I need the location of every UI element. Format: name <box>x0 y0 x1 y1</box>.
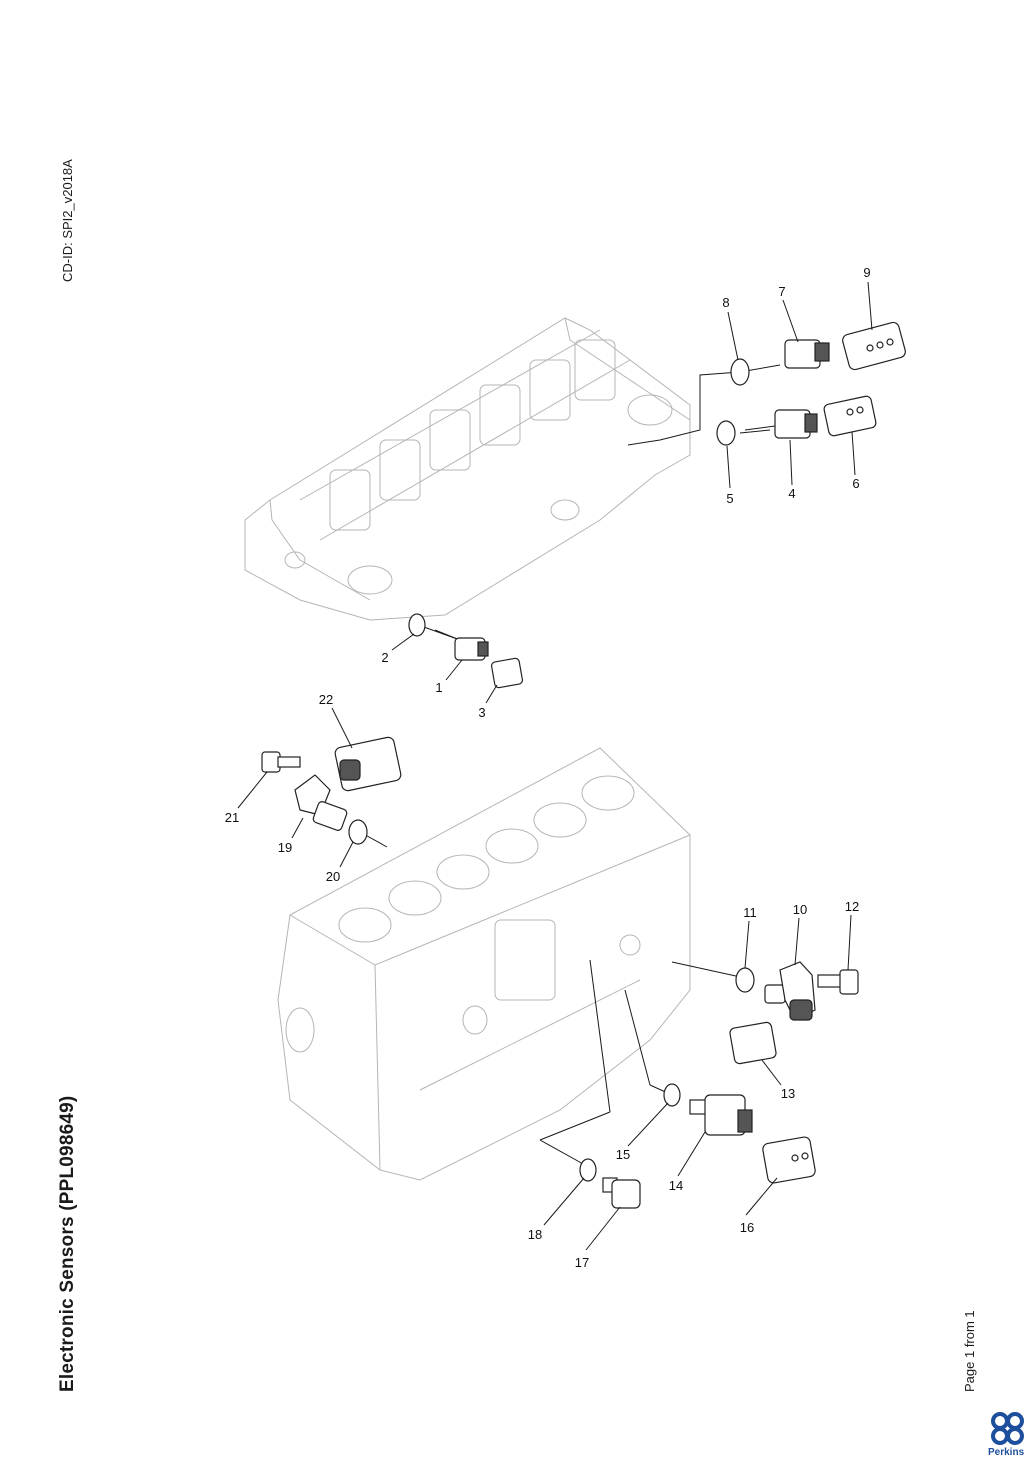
callout-labels: 1 2 3 4 5 6 7 8 9 10 11 12 13 14 15 16 1… <box>225 265 871 1270</box>
leader-lines <box>237 281 873 1251</box>
callout-17: 17 <box>575 1255 589 1270</box>
part-4-sensor <box>744 409 818 439</box>
callout-16: 16 <box>740 1220 754 1235</box>
part-6-connector <box>823 395 877 437</box>
part-7-sensor <box>784 339 830 369</box>
part-17-plug <box>602 1177 641 1209</box>
callout-14: 14 <box>669 1178 683 1193</box>
callout-7: 7 <box>778 284 785 299</box>
callout-2: 2 <box>381 650 388 665</box>
callout-9: 9 <box>863 265 870 280</box>
part-11-o-ring <box>735 967 755 993</box>
callout-8: 8 <box>722 295 729 310</box>
callout-15: 15 <box>616 1147 630 1162</box>
callout-11: 11 <box>743 905 757 920</box>
callout-12: 12 <box>845 899 859 914</box>
part-13-connector <box>729 1021 777 1065</box>
callout-20: 20 <box>326 869 340 884</box>
part-5-o-ring <box>716 420 736 446</box>
part-9-connector <box>842 321 906 371</box>
part-1-sensor <box>434 629 489 661</box>
callout-13: 13 <box>781 1086 795 1101</box>
part-14-sensor <box>689 1094 753 1136</box>
callout-6: 6 <box>852 476 859 491</box>
part-18-o-ring <box>579 1158 597 1182</box>
part-22-connector <box>334 736 402 792</box>
part-8-o-ring <box>730 358 750 386</box>
callout-21: 21 <box>225 810 239 825</box>
part-20-o-ring <box>348 819 368 845</box>
perkins-logo-icon <box>991 1412 1024 1445</box>
callout-10: 10 <box>793 902 807 917</box>
callout-1: 1 <box>435 680 442 695</box>
alignment-lines <box>359 364 781 1166</box>
part-16-connector <box>762 1136 816 1184</box>
part-10-sensor <box>764 961 816 1021</box>
callout-19: 19 <box>278 840 292 855</box>
callout-18: 18 <box>528 1227 542 1242</box>
part-15-o-ring <box>663 1083 681 1107</box>
callout-22: 22 <box>319 692 333 707</box>
part-2-o-ring <box>408 613 426 637</box>
part-3-connector <box>490 657 524 689</box>
part-21-bolt <box>261 751 301 773</box>
callout-3: 3 <box>478 705 485 720</box>
part-12-bolt <box>817 969 859 995</box>
brand-wordmark: Perkins <box>988 1447 1025 1458</box>
cylinder-block-drawing <box>277 747 691 1181</box>
part-19-sensor <box>294 774 348 831</box>
cylinder-head-drawing <box>244 317 691 621</box>
callout-5: 5 <box>726 491 733 506</box>
callout-4: 4 <box>788 486 795 501</box>
